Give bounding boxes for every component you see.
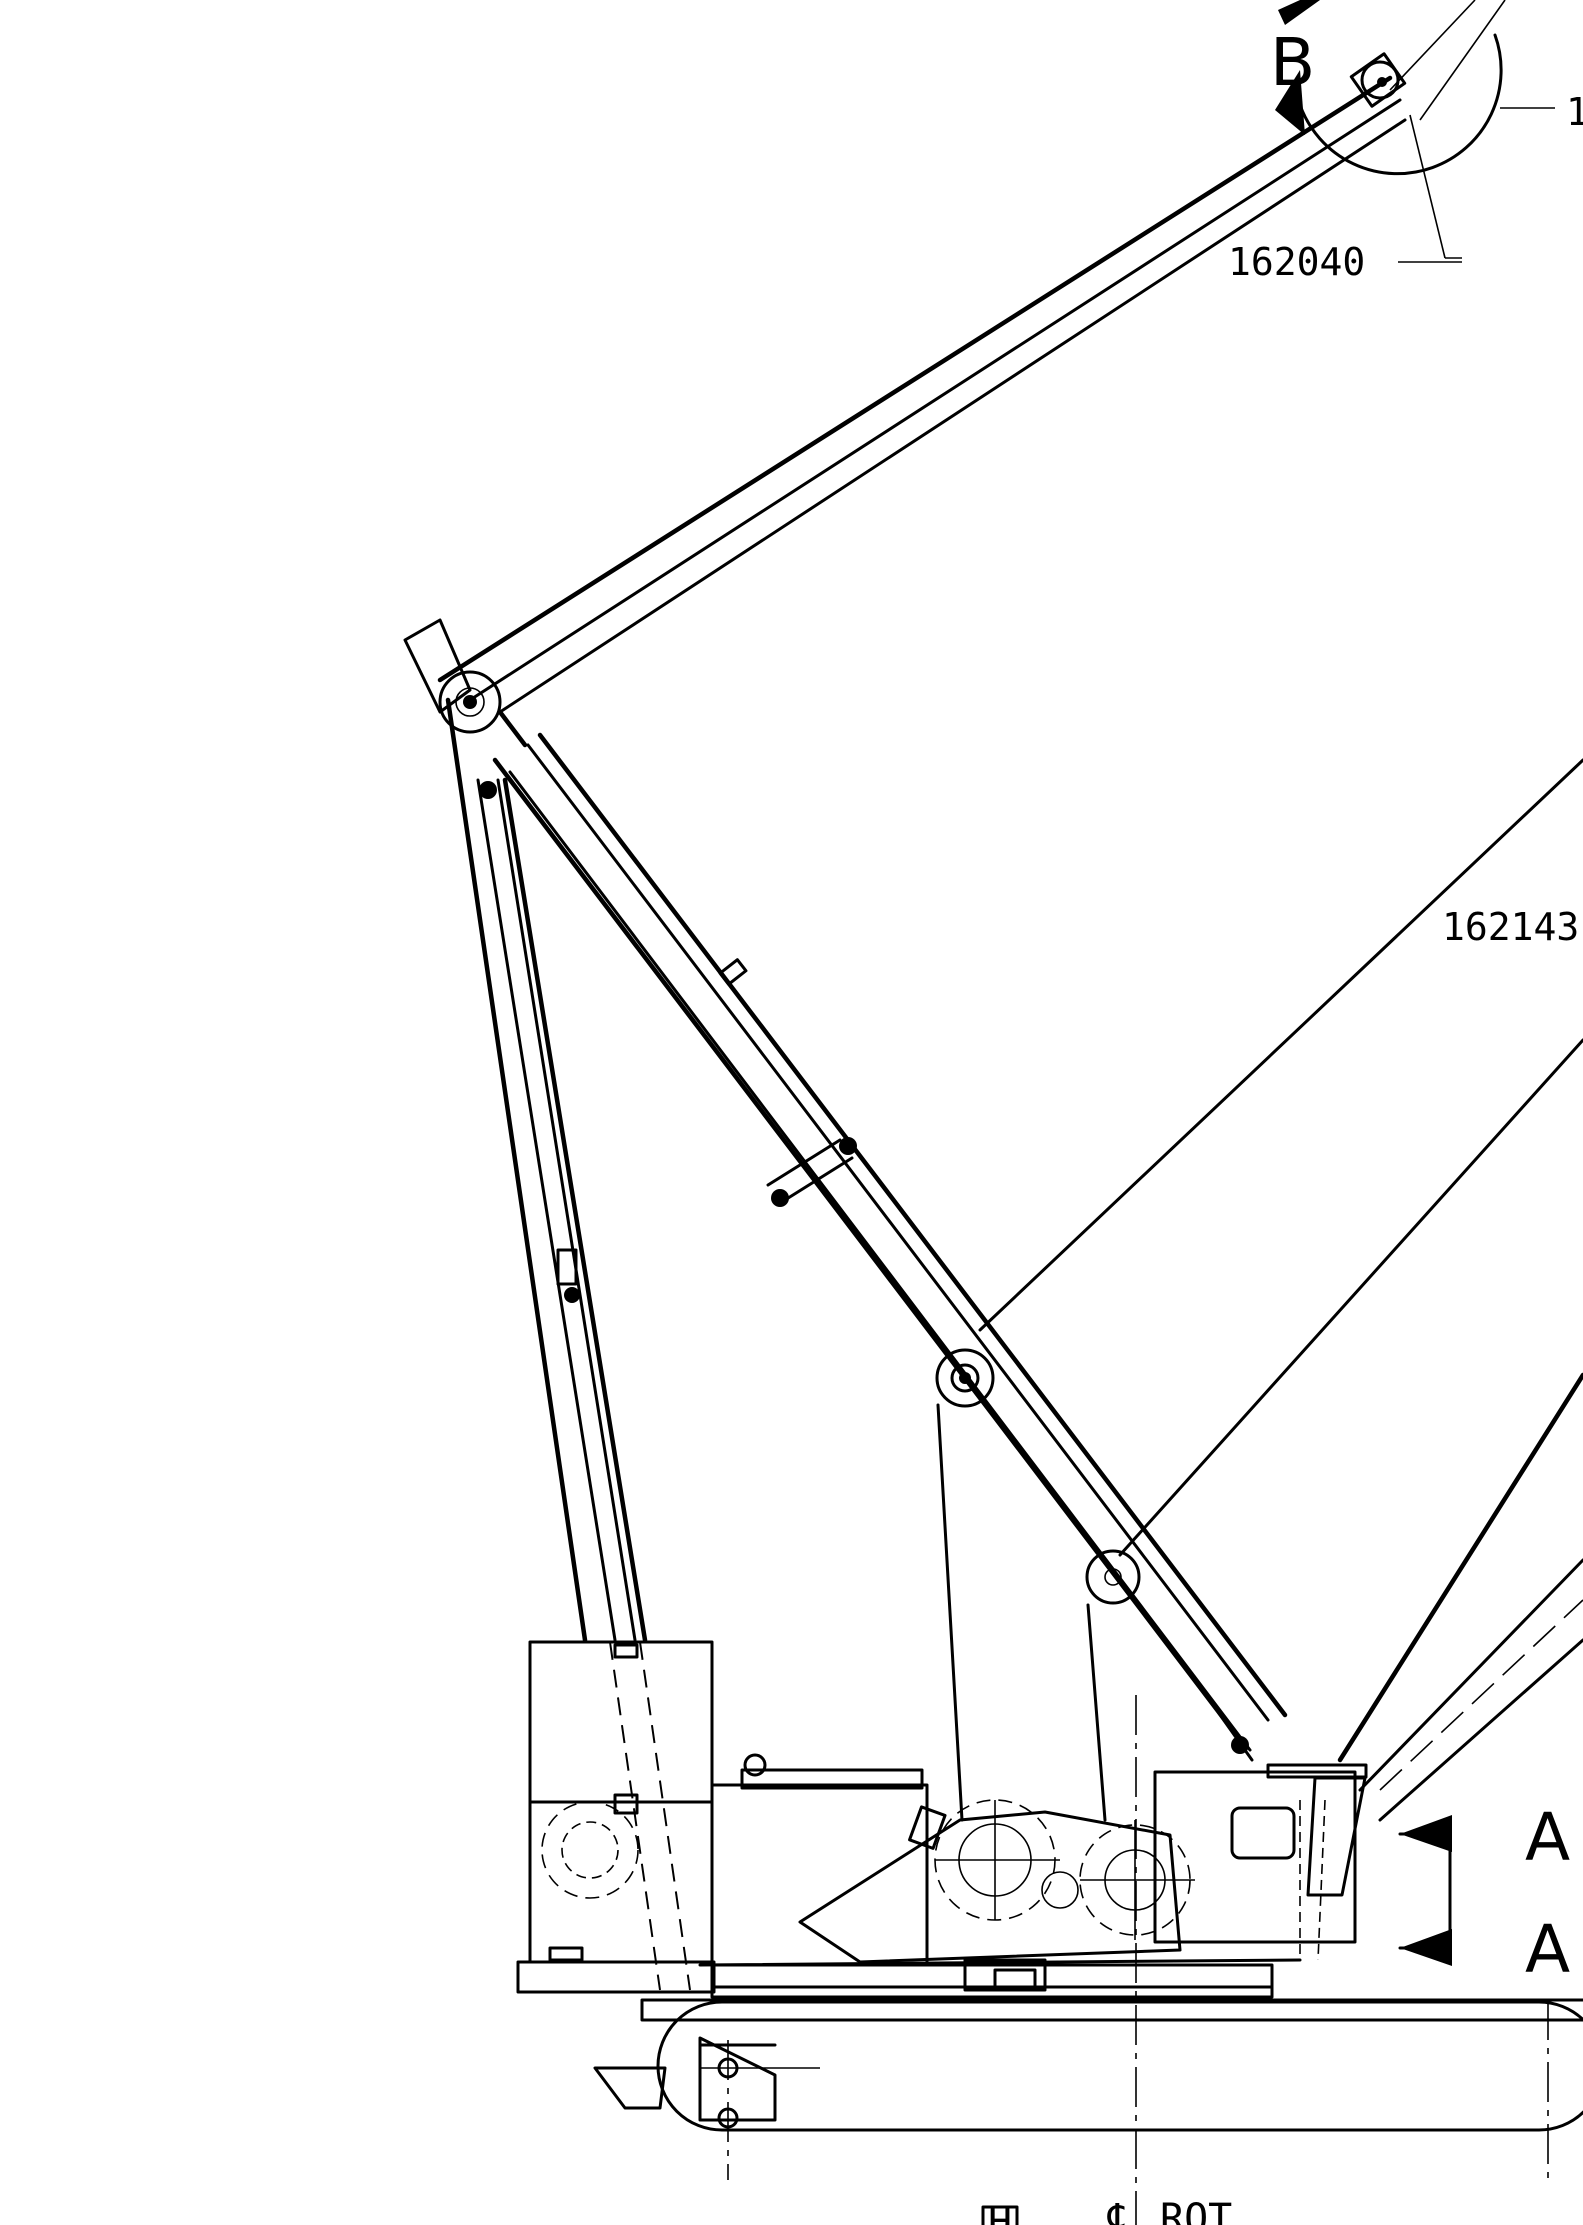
view-marker-b: B — [1270, 24, 1315, 101]
section-a-arrows — [1398, 1815, 1452, 1966]
centerlines — [727, 1695, 1549, 2225]
operator-cab — [1153, 1763, 1368, 1961]
turntable-deck — [698, 1958, 1302, 1999]
upper-jib — [403, 75, 1407, 799]
pendant-cables — [936, 758, 1583, 1822]
mast-strut — [445, 697, 648, 1643]
detail-b-circle — [1275, 0, 1555, 259]
callout-162040: 162040 — [1228, 240, 1365, 284]
crawler-track — [593, 1998, 1583, 2132]
centerline-rot-label: ROT — [1160, 2196, 1232, 2225]
view-marker-a-upper: A — [1525, 1799, 1570, 1876]
machinery-house — [710, 1753, 1195, 1967]
counterweight — [516, 1640, 716, 1994]
centerline-symbol: ℄ — [1107, 2196, 1134, 2225]
datum-box — [981, 2205, 1019, 2225]
datum-symbol: H — [988, 2200, 1012, 2225]
callout-162143: 162143 — [1442, 905, 1579, 949]
callout-edge-1: 1 — [1566, 90, 1583, 134]
main-boom — [492, 732, 1288, 1762]
view-marker-a-lower: A — [1525, 1911, 1570, 1988]
